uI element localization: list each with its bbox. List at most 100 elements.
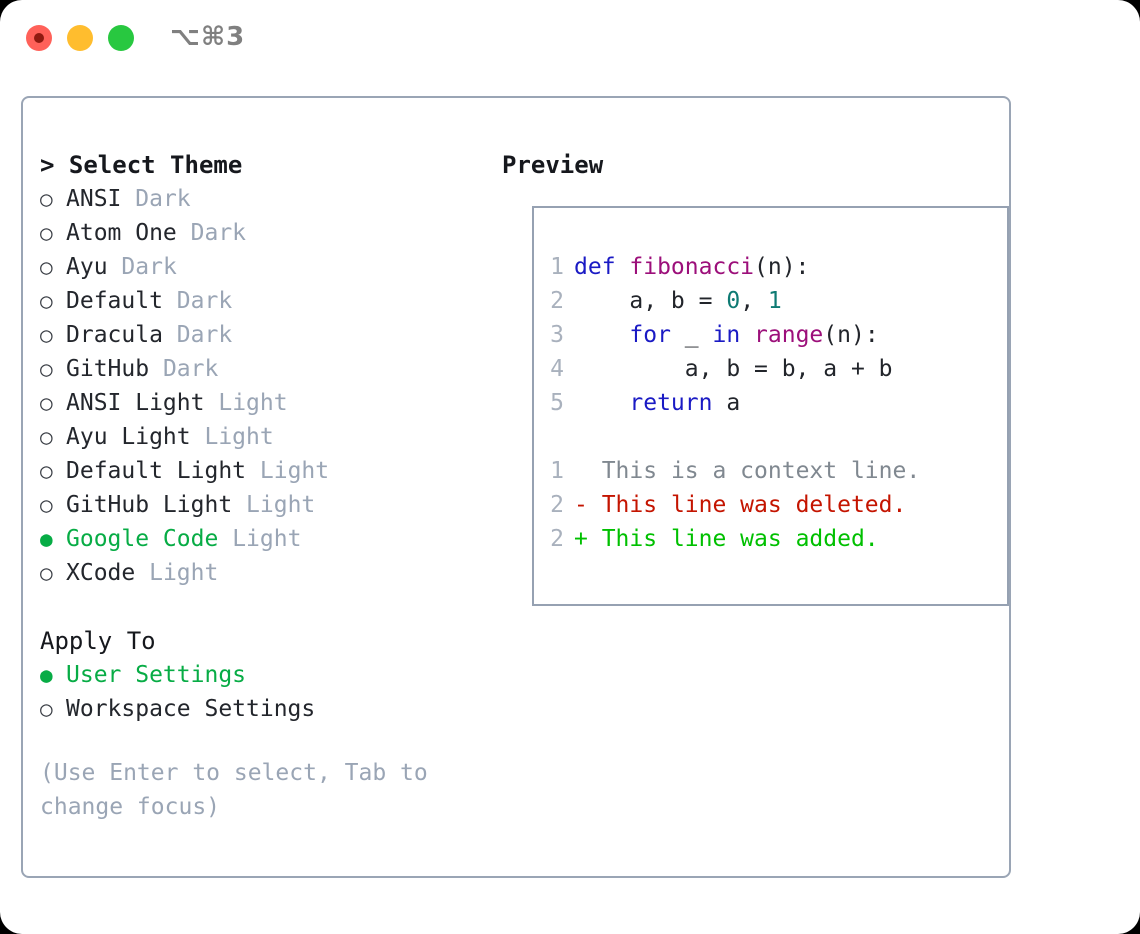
theme-option-default-light[interactable]: ○ Default Light Light xyxy=(40,454,480,488)
diff-marker xyxy=(574,454,602,488)
diff-line-ctx: 1 This is a context line. xyxy=(534,454,1007,488)
theme-option-kind: Dark xyxy=(190,220,247,246)
diff-text: This is a context line. xyxy=(601,458,921,484)
theme-option-ansi[interactable]: ○ ANSI Dark xyxy=(40,182,480,216)
select-theme-header: > Select Theme xyxy=(40,151,243,179)
code-line-text: a, b = 0, 1 xyxy=(574,284,782,318)
code-token-pl xyxy=(574,390,629,416)
theme-option-kind: Light xyxy=(218,390,288,416)
radio-unselected-icon: ○ xyxy=(40,187,53,211)
theme-option-kind: Dark xyxy=(135,186,191,212)
main-panel: > Select Theme ○ANSI Dark○Atom One Dark○… xyxy=(21,96,1011,878)
theme-selection-column: > Select Theme ○ANSI Dark○Atom One Dark○… xyxy=(40,148,480,824)
code-token-num: 1 xyxy=(767,288,782,314)
gap xyxy=(232,488,246,522)
gap xyxy=(163,284,177,318)
theme-option-list[interactable]: ○ANSI Dark○Atom One Dark○Ayu Dark○Defaul… xyxy=(40,182,480,590)
minimize-window-button[interactable] xyxy=(67,25,93,51)
close-window-button[interactable] xyxy=(26,25,52,51)
code-token-num: 0 xyxy=(726,288,741,314)
radio-unselected-icon: ○ xyxy=(40,459,53,483)
apply-to-option-workspace-settings[interactable]: ○ Workspace Settings xyxy=(40,692,480,726)
radio-unselected-icon: ○ xyxy=(40,425,53,449)
theme-option-kind: Light xyxy=(259,458,330,484)
theme-option-github[interactable]: ○GitHub Dark xyxy=(40,352,480,386)
code-line: 3 for _ in range(n): xyxy=(534,318,1007,352)
radio-unselected-icon: ○ xyxy=(40,323,53,347)
theme-option-name: Default xyxy=(66,288,163,314)
theme-option-ayu[interactable]: ○ Ayu Dark xyxy=(40,250,480,284)
code-token-pl: (n): xyxy=(754,254,810,280)
theme-option-name: Ayu Light xyxy=(66,424,191,450)
code-token-kw: def xyxy=(574,254,630,280)
theme-option-ayu-light[interactable]: ○ Ayu Light Light xyxy=(40,420,480,454)
apply-to-option-user-settings[interactable]: ● User Settings xyxy=(40,658,480,692)
radio-selected-icon: ● xyxy=(40,663,53,687)
gap xyxy=(108,250,122,284)
theme-option-ansi-light[interactable]: ○ ANSI Light Light xyxy=(40,386,480,420)
code-blank-line xyxy=(534,420,1007,454)
apply-to-option-name: Workspace Settings xyxy=(66,696,316,722)
radio-unselected-icon: ○ xyxy=(40,697,53,721)
theme-option-xcode[interactable]: ○XCode Light xyxy=(40,556,480,590)
code-token-pl xyxy=(574,322,629,348)
preview-header: Preview xyxy=(502,151,604,179)
gap xyxy=(149,352,163,386)
apply-to-option-list[interactable]: ● User Settings ○ Workspace Settings xyxy=(40,658,480,726)
code-token-pl: a, b = b, a + b xyxy=(574,356,893,382)
theme-option-kind: Light xyxy=(204,424,274,450)
theme-option-name: Dracula xyxy=(66,322,163,348)
diff-line-del: 2- This line was deleted. xyxy=(534,488,1007,522)
theme-option-name: ANSI xyxy=(66,186,122,212)
theme-option-kind: Dark xyxy=(162,356,219,382)
keyboard-shortcut-label: ⌥⌘3 xyxy=(170,22,246,52)
theme-option-github-light[interactable]: ○GitHub Light Light xyxy=(40,488,480,522)
theme-option-name: Atom One xyxy=(66,220,177,246)
code-token-fn: range xyxy=(754,322,824,348)
code-line: 4 a, b = b, a + b xyxy=(534,352,1007,386)
keyboard-hint-text: (Use Enter to select, Tab to change focu… xyxy=(40,760,428,820)
gap xyxy=(218,522,232,556)
gap xyxy=(191,420,205,454)
theme-option-name: ANSI Light xyxy=(66,390,205,416)
code-token-fn: fibonacci xyxy=(629,254,755,280)
radio-unselected-icon: ○ xyxy=(40,493,53,517)
theme-option-kind: Dark xyxy=(121,254,177,280)
theme-option-kind: Dark xyxy=(176,288,233,314)
code-line: 5 return a xyxy=(534,386,1007,420)
theme-option-atom-one[interactable]: ○ Atom One Dark xyxy=(40,216,480,250)
code-token-pl xyxy=(740,322,754,348)
theme-option-dracula[interactable]: ○Dracula Dark xyxy=(40,318,480,352)
code-line-number: 4 xyxy=(550,356,564,382)
radio-unselected-icon: ○ xyxy=(40,221,53,245)
apply-to-option-name: User Settings xyxy=(66,662,247,688)
gap xyxy=(204,386,218,420)
diff-text: This line was added. xyxy=(601,526,879,552)
theme-option-google-code[interactable]: ●Google Code Light xyxy=(40,522,480,556)
theme-option-default[interactable]: ○Default Dark xyxy=(40,284,480,318)
code-line-text: def fibonacci(n): xyxy=(574,250,809,284)
code-line: 2 a, b = 0, 1 xyxy=(534,284,1007,318)
radio-unselected-icon: ○ xyxy=(40,561,53,585)
diff-marker: + xyxy=(574,526,602,552)
code-token-kw: in xyxy=(712,322,741,348)
theme-option-name: Default Light xyxy=(66,458,247,484)
theme-option-name: Google Code xyxy=(66,526,219,552)
maximize-window-button[interactable] xyxy=(108,25,134,51)
code-line-number: 1 xyxy=(550,254,564,280)
theme-option-kind: Light xyxy=(246,492,316,518)
theme-option-name: GitHub xyxy=(66,356,150,382)
radio-unselected-icon: ○ xyxy=(40,391,53,415)
radio-unselected-icon: ○ xyxy=(40,255,53,279)
code-token-kw: for xyxy=(629,322,671,348)
gap xyxy=(246,454,260,488)
traffic-light-group xyxy=(26,25,134,51)
theme-option-kind: Light xyxy=(232,526,302,552)
theme-option-name: Ayu xyxy=(66,254,108,280)
code-line-number: 2 xyxy=(550,288,564,314)
code-line-text: a, b = b, a + b xyxy=(574,352,893,386)
